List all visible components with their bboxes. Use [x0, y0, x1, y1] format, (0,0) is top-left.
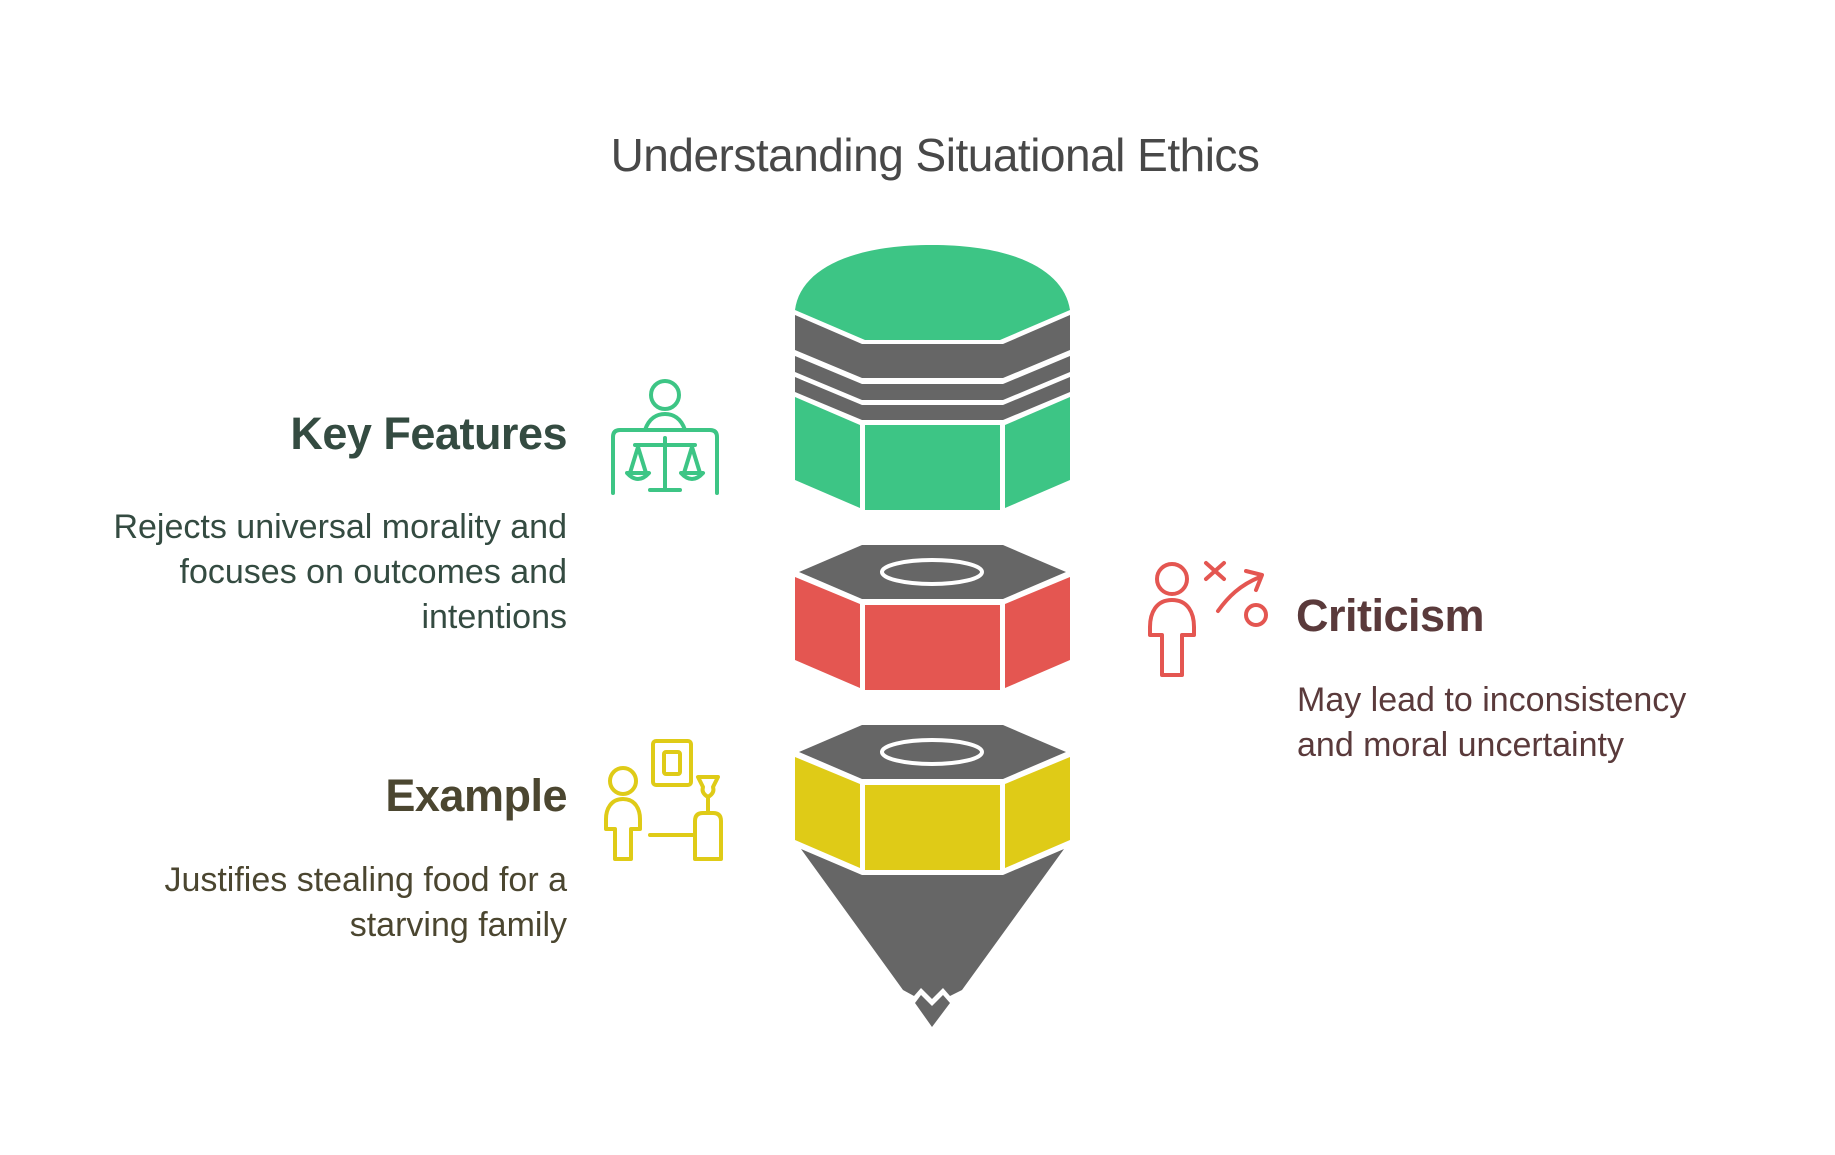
criticism-description: May lead to inconsistency and moral unce…	[1297, 678, 1797, 768]
criticism-heading: Criticism	[1296, 590, 1485, 641]
example-line-2: starving family	[349, 906, 567, 944]
key-features-line-3: intentions	[421, 598, 567, 636]
key-features-line-2: focuses on outcomes and	[179, 553, 567, 591]
key-features-heading: Key Features	[290, 408, 567, 459]
criticism-line-1: May lead to inconsistency	[1297, 681, 1687, 719]
diagram-title: Understanding Situational Ethics	[610, 129, 1260, 181]
person-strategy-icon	[1148, 561, 1268, 677]
key-features-line-1: Rejects universal morality and	[113, 508, 567, 546]
example-line-1: Justifies stealing food for a	[164, 861, 567, 899]
person-exhibit-icon	[604, 739, 723, 861]
yellow-segment	[795, 725, 1070, 1027]
example-description: Justifies stealing food for a starving f…	[40, 858, 567, 948]
judge-scales-icon	[611, 379, 719, 495]
key-features-description: Rejects universal morality and focuses o…	[40, 505, 567, 640]
criticism-line-2: and moral uncertainty	[1297, 726, 1624, 764]
red-segment	[795, 545, 1070, 690]
green-segment	[795, 245, 1070, 510]
example-heading: Example	[385, 770, 567, 821]
